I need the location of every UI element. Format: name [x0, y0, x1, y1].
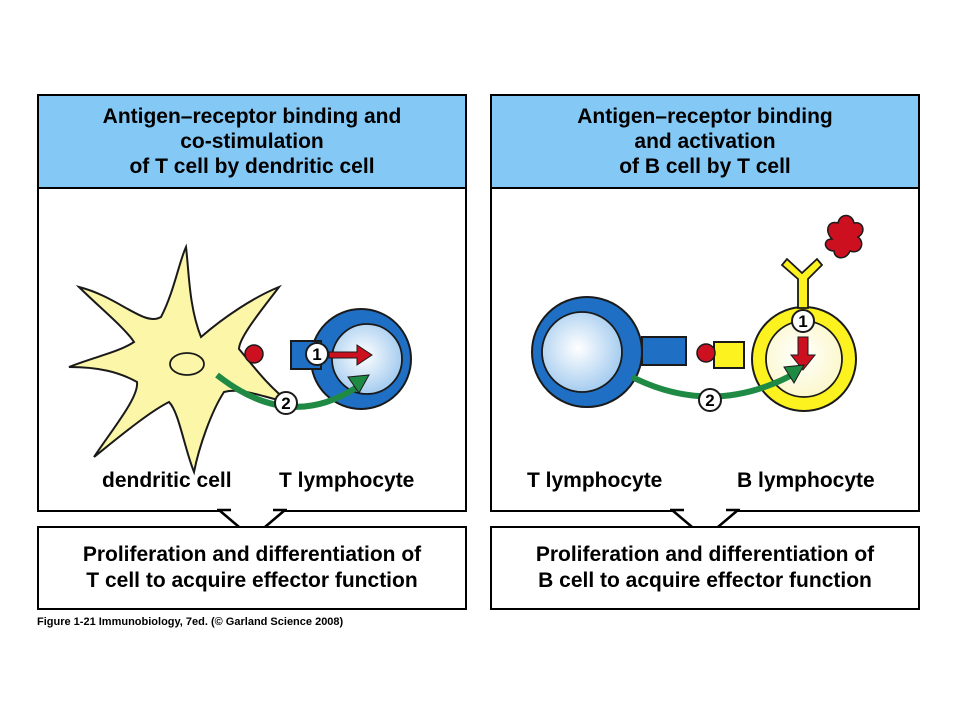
dendritic-cell-label: dendritic cell	[102, 469, 232, 492]
b-cell-outcome-box: Proliferation and differentiation of B c…	[490, 526, 920, 610]
outcome-line: Proliferation and differentiation of	[535, 543, 875, 566]
step-1-text: 1	[798, 312, 807, 331]
header-line: and activation	[634, 130, 776, 153]
header-line: Antigen–receptor binding and	[102, 105, 402, 128]
b-lymphocyte-label: B lymphocyte	[737, 469, 875, 492]
panel-header: Antigen–receptor binding and co-stimulat…	[39, 96, 465, 189]
step-1-badge	[791, 309, 815, 333]
step-1-text: 1	[312, 345, 321, 364]
step-2-badge	[274, 391, 298, 415]
bound-antigen	[824, 214, 864, 259]
mhc-molecule	[713, 341, 745, 369]
header-line: of T cell by dendritic cell	[129, 155, 375, 178]
panel-header: Antigen–receptor binding and activation …	[492, 96, 918, 189]
outcome-line: B cell to acquire effector function	[538, 569, 872, 592]
antigen	[244, 344, 264, 364]
step-2-text: 2	[705, 391, 714, 410]
t-cell-receptor	[641, 336, 687, 366]
signal-1-arrow	[328, 344, 373, 366]
step-2-text: 2	[281, 394, 290, 413]
outcome-line: Proliferation and differentiation of	[82, 543, 422, 566]
t-b-cell-illustration: 1 2	[531, 214, 864, 412]
header-line: co-stimulation	[180, 130, 324, 153]
b-cell-receptor	[780, 257, 824, 309]
t-lymphocyte-label: T lymphocyte	[527, 469, 663, 492]
antigen-peptide	[696, 343, 716, 363]
t-cell-nucleus	[541, 311, 623, 393]
step-2-badge	[698, 388, 722, 412]
step-1-badge	[305, 342, 329, 366]
t-lymphocyte-label: T lymphocyte	[279, 469, 415, 492]
signal-1-arrow	[789, 336, 817, 371]
t-cell-outcome-box: Proliferation and differentiation of T c…	[37, 526, 467, 610]
panel-b-cell-activation: Antigen–receptor binding and activation …	[490, 94, 920, 512]
t-cell-nucleus	[331, 323, 403, 395]
header-line: of B cell by T cell	[619, 155, 791, 178]
header-line: Antigen–receptor binding	[577, 105, 833, 128]
dendritic-t-cell-illustration: 1 2	[68, 243, 412, 476]
figure-caption: Figure 1-21 Immunobiology, 7ed. (© Garla…	[37, 616, 344, 628]
down-arrow-icon	[217, 508, 287, 540]
panel-t-cell-activation: Antigen–receptor binding and co-stimulat…	[37, 94, 467, 512]
dendritic-nucleus	[169, 352, 205, 376]
outcome-line: T cell to acquire effector function	[86, 569, 418, 592]
down-arrow-icon	[670, 508, 740, 540]
